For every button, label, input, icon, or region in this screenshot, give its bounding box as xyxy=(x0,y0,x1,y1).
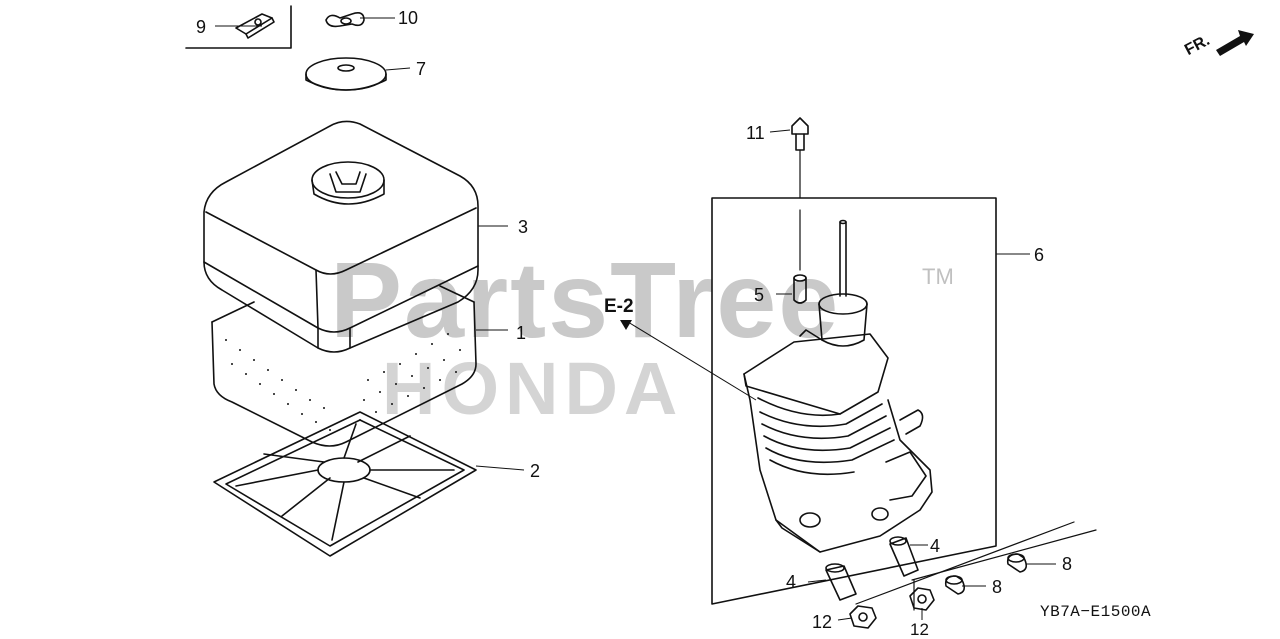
leader-lines xyxy=(215,17,1056,621)
callout-8-right: 8 xyxy=(1062,554,1073,574)
callout-8-left: 8 xyxy=(992,577,1003,597)
callout-4-left: 4 xyxy=(786,572,797,592)
callout-7: 7 xyxy=(416,59,427,79)
tube-part-4-left xyxy=(825,563,857,601)
group-bracket-9-10 xyxy=(185,5,292,49)
ref-arrow-head xyxy=(620,320,632,330)
separator-line-upper xyxy=(855,521,1075,605)
reference-label-e2: E-2 xyxy=(604,296,634,317)
callout-12-left: 12 xyxy=(812,612,833,632)
assembly-outline-part-6 xyxy=(711,197,997,605)
nut-part-12-left xyxy=(849,605,877,629)
callout-12-right: 12 xyxy=(910,620,929,639)
separator-line-lower xyxy=(911,529,1097,581)
watermark-partstree: PartsTree xyxy=(330,239,841,360)
callout-6: 6 xyxy=(1034,245,1045,265)
forward-arrow-icon xyxy=(1216,30,1254,56)
wing-nut-part-10 xyxy=(325,12,365,28)
callout-5: 5 xyxy=(754,285,765,305)
callout-10: 10 xyxy=(398,8,419,28)
callout-4-right: 4 xyxy=(930,536,941,556)
bolt-part-11 xyxy=(791,117,809,199)
watermark-honda: HONDA xyxy=(382,347,684,430)
callout-2: 2 xyxy=(530,461,541,481)
filter-element-part-1 xyxy=(211,285,477,447)
tube-part-4-right xyxy=(889,536,919,577)
clip-part-9 xyxy=(235,13,275,39)
watermark-trademark: TM xyxy=(922,264,954,289)
collar-part-5 xyxy=(793,209,807,304)
callout-9: 9 xyxy=(196,17,207,37)
callout-3: 3 xyxy=(518,217,529,237)
cap-part-8-right xyxy=(1006,553,1028,573)
air-cleaner-cover-part-3 xyxy=(203,120,479,353)
filter-dots xyxy=(225,333,461,431)
callout-1: 1 xyxy=(516,323,527,343)
callout-11: 11 xyxy=(746,123,765,143)
cover-disc-part-7 xyxy=(305,57,387,91)
cap-part-8-left xyxy=(944,575,966,595)
intake-elbow-part-6 xyxy=(743,219,933,553)
base-grid-part-2 xyxy=(213,411,477,557)
diagram-code: YB7A−E1500A xyxy=(1040,603,1152,621)
